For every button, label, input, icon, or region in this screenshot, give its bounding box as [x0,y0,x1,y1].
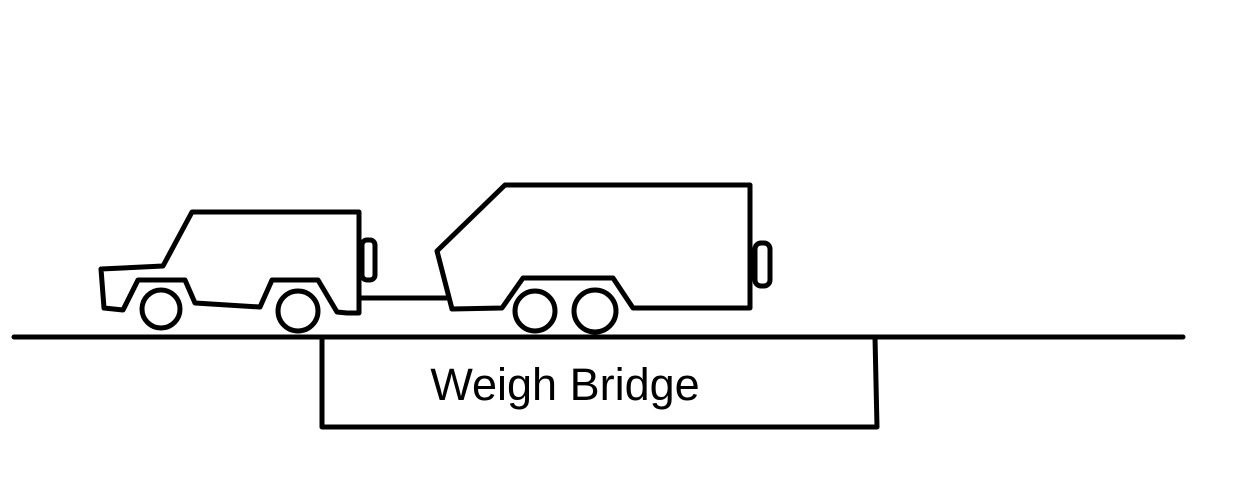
car-body-outline [98,209,362,316]
car-rear-light [359,237,378,283]
trailer-front-wheel [512,288,558,334]
car-front-wheel [139,287,183,331]
car-drawing [98,209,378,334]
weigh-bridge-box [319,334,880,430]
trailer-rear-light [752,240,773,289]
trailer-drawing [434,182,773,335]
weigh-bridge-label: Weigh Bridge [430,359,699,410]
trailer-body-outline [434,182,753,312]
car-rear-wheel [275,288,321,334]
trailer-rear-wheel [571,287,619,335]
